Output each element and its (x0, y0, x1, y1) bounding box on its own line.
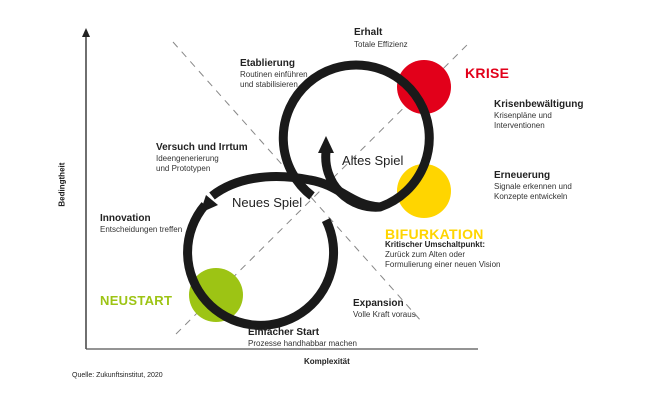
new-loop-label: Neues Spiel (232, 195, 303, 210)
stage-versuch-text: und Prototypen (156, 164, 211, 173)
neustart-dot (189, 268, 243, 322)
old-loop-ring (278, 60, 434, 212)
stage-erneuerung-text: Signale erkennen und (494, 182, 572, 191)
stage-versuch-text: Ideengenerierung (156, 154, 219, 163)
stage-krisenbewaeltigung-text: Krisenpläne und (494, 111, 552, 120)
old-loop-label: Altes Spiel (342, 153, 404, 168)
new-loop-arrow-icon (200, 195, 218, 213)
stage-krisenbewaeltigung-text: Interventionen (494, 121, 545, 130)
source-note: Quelle: Zukunftsinstitut, 2020 (72, 372, 163, 379)
y-axis-arrow-icon (82, 28, 90, 37)
stage-erhalt-title: Erhalt (354, 27, 383, 38)
bifurkation-line2: Formulierung einer neuen Vision (385, 260, 501, 269)
new-loop-ring (183, 172, 381, 330)
bifurkation-dot (397, 164, 451, 218)
stage-erhalt-text: Totale Effizienz (354, 40, 408, 49)
stage-etablierung-text: und stabilisieren (240, 80, 298, 89)
stage-innovation-title: Innovation (100, 213, 151, 224)
stage-expansion-text: Volle Kraft voraus (353, 310, 416, 319)
stage-krisenbewaeltigung-title: Krisenbewältigung (494, 99, 584, 110)
stage-einfacher-start-title: Einfacher Start (248, 327, 320, 338)
stage-einfacher-start-text: Prozesse handhabbar machen (248, 339, 357, 348)
bifurkation-label: BIFURKATION (385, 226, 484, 242)
stage-etablierung-text: Routinen einführen (240, 70, 308, 79)
old-loop-arrow-icon (318, 136, 334, 153)
stage-expansion-title: Expansion (353, 298, 404, 309)
stage-innovation-text: Entscheidungen treffen (100, 225, 183, 234)
y-axis-label: Bedingtheit (57, 162, 67, 207)
x-axis-label: Komplexität (304, 357, 350, 366)
stage-etablierung-title: Etablierung (240, 58, 296, 69)
bifurkation-title: Kritischer Umschaltpunkt: (385, 240, 486, 249)
stage-erneuerung-title: Erneuerung (494, 170, 551, 181)
stage-versuch-title: Versuch und Irrtum (156, 142, 248, 153)
krise-dot (397, 60, 451, 114)
stage-erneuerung-text: Konzepte entwickeln (494, 192, 568, 201)
bifurkation-line1: Zurück zum Alten oder (385, 250, 466, 259)
krise-label: KRISE (465, 65, 510, 81)
neustart-label: NEUSTART (100, 293, 173, 308)
